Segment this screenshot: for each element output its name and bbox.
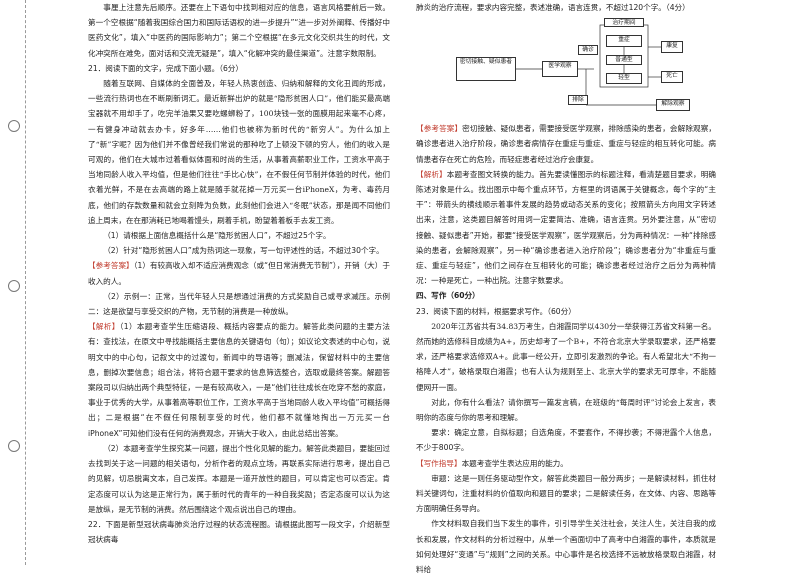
flow-box-observe: 医学观察 bbox=[542, 61, 578, 78]
section-writing-heading: 四、写作（60分） bbox=[416, 291, 480, 301]
flow-box-death: 死亡 bbox=[661, 71, 683, 84]
guide-review: 审题：这是一则任务驱动型作文，解答此类题目一般分两步；一是解读材料，抓住材料关键… bbox=[416, 473, 716, 514]
analysis-22-label: 【解析】 bbox=[416, 169, 447, 179]
reading-passage: 随着互联网、自媒体的全面普及，年轻人热衷创造、归纳和解释的文化丑闻的形成，一些流… bbox=[88, 79, 390, 225]
binding-hole bbox=[8, 120, 20, 132]
flow-box-start: 密切接触、疑似患者 bbox=[456, 57, 516, 82]
flowchart: 密切接触、疑似患者 医学观察 治疗期间 重症 普通型 轻型 确诊 排除 康复 死… bbox=[416, 17, 716, 117]
flow-box-light: 轻型 bbox=[606, 73, 642, 85]
binding-gutter bbox=[0, 0, 26, 565]
flow-box-exclude: 排除 bbox=[568, 95, 588, 106]
sub-question-1: （1）请根据上面信息概括什么是“隐形贫困人口”，不超过25个字。 bbox=[103, 231, 331, 241]
question-22-continued: 肺炎的治疗流程，要求内容完整，表述准确，语言连贯，不超过120个字。（4分） bbox=[416, 3, 690, 12]
writing-material-2: 对此，你有什么看法？请你撰写一篇发言稿，在班级的“每周时评”讨论会上发言，表明你… bbox=[416, 397, 716, 423]
paragraph-prev-analysis: 事厘上注意先后顺序。还要在上下语句中找到相对应的信息，语言风格要前后一致。第一个… bbox=[88, 3, 390, 58]
answer-22-block: 【参考答案】密切接触、疑似患者，需要接受医学观察，排除感染的患者，会解除观察，确… bbox=[416, 121, 716, 167]
writing-requirements: 要求：确定立意，自拟标题；自选角度，不要套作，不得抄袭；不得泄露个人信息，不少于… bbox=[416, 428, 716, 453]
answer-label: 【参考答案】 bbox=[88, 261, 134, 271]
question-22: 22．下面是新型冠状病毒肺炎治疗过程的状态流程图。请根据此图写一段文字，介绍新型… bbox=[88, 519, 390, 545]
question-23: 23．阅读下面的材料，根据要求写作。（60分） bbox=[416, 306, 576, 316]
guide-intro: 本题考查学生表达应用的能力。 bbox=[461, 458, 568, 468]
analysis-block: 【解析】（1）本题考查学生压缩语段、概括内容要点的能力。解答此类问题的主要方法有… bbox=[88, 319, 390, 441]
flow-box-release: 解除观察 bbox=[656, 99, 690, 112]
right-column: 肺炎的治疗流程，要求内容完整，表述准确，语言连贯，不超过120个字。（4分） 密… bbox=[416, 0, 716, 577]
answer-2: （2）示例一：正常，当代年轻人只是想通过消费的方式奖励自己或寻求减压。示例二：这… bbox=[88, 291, 390, 317]
flow-box-confirm: 确诊 bbox=[578, 45, 598, 56]
binding-hole bbox=[8, 280, 20, 292]
guide-block: 【写作指导】本题考查学生表达应用的能力。 bbox=[416, 456, 716, 471]
answer-22-label: 【参考答案】 bbox=[416, 124, 463, 134]
flow-box-severe: 重症 bbox=[606, 35, 642, 48]
analysis-2: （2）本题考查学生探究某一问题，提出个性化见解的能力。解答此类题目，要能回过去找… bbox=[88, 443, 390, 514]
sub-question-2: （2）针对“隐形贫困人口”成为热词这一现象，写一句评述性的话，不超过30个字。 bbox=[103, 246, 384, 256]
analysis-1: （1）本题考查学生压缩语段、概括内容要点的能力。解答此类问题的主要方法有：查找法… bbox=[88, 322, 391, 438]
analysis-22: 本题考查图文转换的能力。首先要读懂图示的标题注释，看清楚题目要求，明确陈述对象是… bbox=[416, 169, 716, 286]
analysis-label: 【解析】 bbox=[88, 322, 120, 332]
binding-hole bbox=[8, 440, 20, 452]
left-column: 事厘上注意先后顺序。还要在上下语句中找到相对应的信息，语言风格要前后一致。第一个… bbox=[88, 0, 390, 547]
writing-material: 2020年江苏省共有34.83万考生，白湘霞同学以430分一举获得江苏省文科第一… bbox=[416, 321, 716, 392]
flow-box-treat: 治疗期间 bbox=[604, 18, 644, 28]
answer-block: 【参考答案】（1）有较高收入却不适应消费观念（或“但日常消费无节制”），开销（大… bbox=[88, 258, 390, 288]
flow-box-recover: 康复 bbox=[661, 41, 683, 54]
guide-label: 【写作指导】 bbox=[416, 458, 462, 468]
flow-box-normal: 普通型 bbox=[606, 55, 642, 66]
answer-22: 密切接触、疑似患者，需要接受医学观察，排除感染的患者，会解除观察，确诊患者进入治… bbox=[416, 124, 716, 164]
answer-1: （1）有较高收入却不适应消费观念（或“但日常消费无节制”），开销（大）于收入的人… bbox=[88, 261, 390, 286]
guide-material: 作文材料取自我们当下发生的事件，引引导学生关注社会，关注人生，关注自我的成长和发… bbox=[416, 519, 716, 575]
analysis-22-block: 【解析】本题考查图文转换的能力。首先要读懂图示的标题注释，看清楚题目要求，明确陈… bbox=[416, 167, 716, 289]
question-21: 21．阅读下面的文字，完成下面小题。（6分） bbox=[88, 63, 243, 73]
